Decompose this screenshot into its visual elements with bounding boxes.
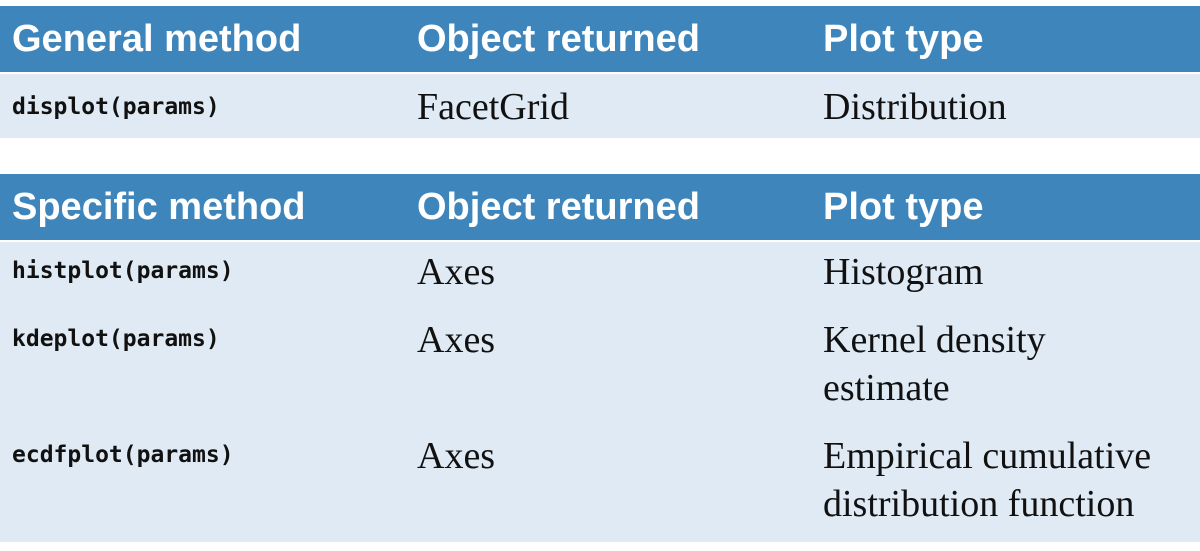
table-row: displot(params) FacetGrid Distribution (0, 73, 1200, 138)
plot-type: Histogram (823, 251, 984, 293)
column-header-plot-type: Plot type (811, 6, 1200, 74)
column-header-plot-type: Plot type (811, 174, 1200, 242)
table-header-row: General method Object returned Plot type (0, 6, 1200, 74)
method-cell: histplot(params) (0, 241, 405, 310)
specific-method-table: Specific method Object returned Plot typ… (0, 174, 1200, 542)
object-returned: FacetGrid (417, 86, 569, 128)
object-returned: Axes (417, 435, 496, 477)
column-header-object: Object returned (405, 6, 811, 74)
method-cell: ecdfplot(params) (0, 426, 405, 542)
general-method-table: General method Object returned Plot type… (0, 6, 1200, 138)
method-name: histplot(params) (12, 258, 234, 284)
plot-type-line-1: Empirical cumulative (823, 435, 1152, 477)
plot-type-cell: Histogram (811, 241, 1200, 310)
plot-type-line-2: estimate (823, 367, 950, 409)
table-row: kdeplot(params) Axes Kernel density esti… (0, 310, 1200, 426)
plot-type-cell: Empirical cumulative distribution functi… (811, 426, 1200, 542)
plot-type: Distribution (823, 86, 1007, 128)
table-row: histplot(params) Axes Histogram (0, 241, 1200, 310)
plot-type-cell: Kernel density estimate (811, 310, 1200, 426)
method-cell: displot(params) (0, 73, 405, 138)
plot-type-cell: Distribution (811, 73, 1200, 138)
object-cell: Axes (405, 310, 811, 426)
method-name: kdeplot(params) (12, 326, 220, 352)
method-name: displot(params) (12, 94, 220, 120)
plot-type-line-1: Kernel density (823, 319, 1046, 361)
object-cell: Axes (405, 426, 811, 542)
column-header-method: Specific method (0, 174, 405, 242)
method-name: ecdfplot(params) (12, 442, 234, 468)
plot-type-line-2: distribution function (823, 483, 1135, 525)
method-cell: kdeplot(params) (0, 310, 405, 426)
object-returned: Axes (417, 251, 496, 293)
column-header-object: Object returned (405, 174, 811, 242)
object-cell: Axes (405, 241, 811, 310)
table-header-row: Specific method Object returned Plot typ… (0, 174, 1200, 242)
object-cell: FacetGrid (405, 73, 811, 138)
column-header-method: General method (0, 6, 405, 74)
object-returned: Axes (417, 319, 496, 361)
table-row: ecdfplot(params) Axes Empirical cumulati… (0, 426, 1200, 542)
